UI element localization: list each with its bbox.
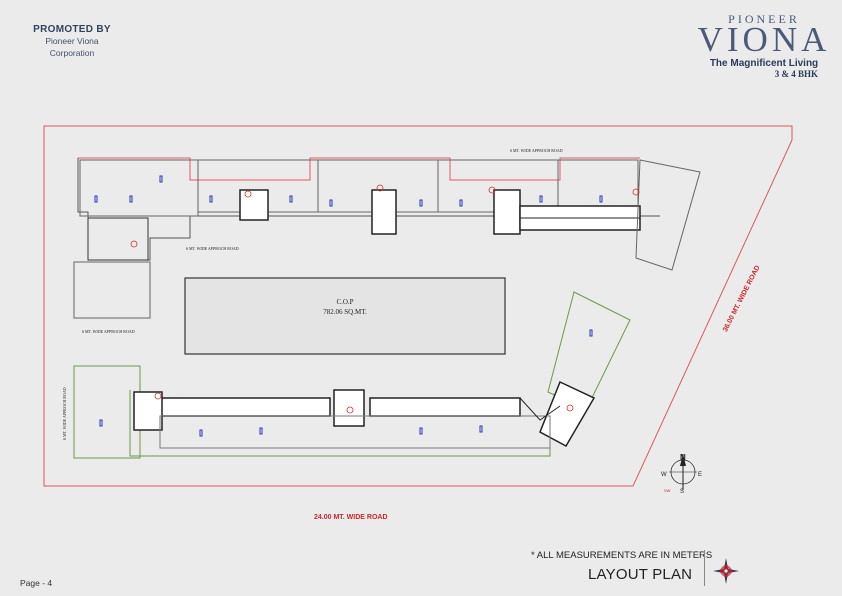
approach-road-top-label: 6 MT. WIDE APPROCH ROAD xyxy=(510,148,563,153)
unit-tags xyxy=(130,184,640,414)
promoter-name-line2: Corporation xyxy=(49,48,95,58)
promoter-name-line1: Pioneer Viona xyxy=(45,36,99,46)
brand-top-text: PIONEER xyxy=(728,12,800,26)
east-wing xyxy=(539,291,631,448)
window-markers xyxy=(94,175,603,437)
compass-s: S xyxy=(680,489,684,495)
compass-icon xyxy=(669,454,697,490)
page-number: Page - 4 xyxy=(20,578,53,588)
brand-logo: PIONEER VIONA The Magnificent Living 3 &… xyxy=(694,12,834,79)
page-title: LAYOUT PLAN xyxy=(588,566,693,583)
cop-label: C.O.P xyxy=(336,298,353,306)
brand-bhk: 3 & 4 BHK xyxy=(774,69,818,79)
compass-sw: SW xyxy=(664,488,671,493)
site-boundary xyxy=(43,125,793,487)
south-wing xyxy=(73,365,561,459)
measurement-note: * ALL MEASUREMENTS ARE IN METERS xyxy=(531,550,713,561)
compass-n: N xyxy=(680,453,686,462)
cop-area-label: 782.06 SQ.MT. xyxy=(323,308,367,316)
north-wing xyxy=(73,157,701,319)
approach-road-mid-label: 6 MT. WIDE APPROCH ROAD xyxy=(186,246,239,251)
cop-area xyxy=(184,277,506,355)
brand-main-text: VIONA xyxy=(697,20,831,59)
approach-road-left-vertical-label: 6 MT. WIDE APPROCH ROAD xyxy=(62,387,67,440)
compass-rose-icon xyxy=(713,558,739,584)
promoter-block: PROMOTED BY Pioneer Viona Corporation xyxy=(22,24,122,59)
promoter-title: PROMOTED BY xyxy=(33,24,111,35)
footer-divider xyxy=(704,550,705,586)
brand-tagline: The Magnificent Living xyxy=(709,58,819,69)
compass-w: W xyxy=(661,472,667,478)
approach-road-left-label: 6 MT. WIDE APPROCH ROAD xyxy=(82,329,135,334)
road-bottom-label: 24.00 MT. WIDE ROAD xyxy=(314,514,388,521)
compass-e: E xyxy=(698,472,702,478)
